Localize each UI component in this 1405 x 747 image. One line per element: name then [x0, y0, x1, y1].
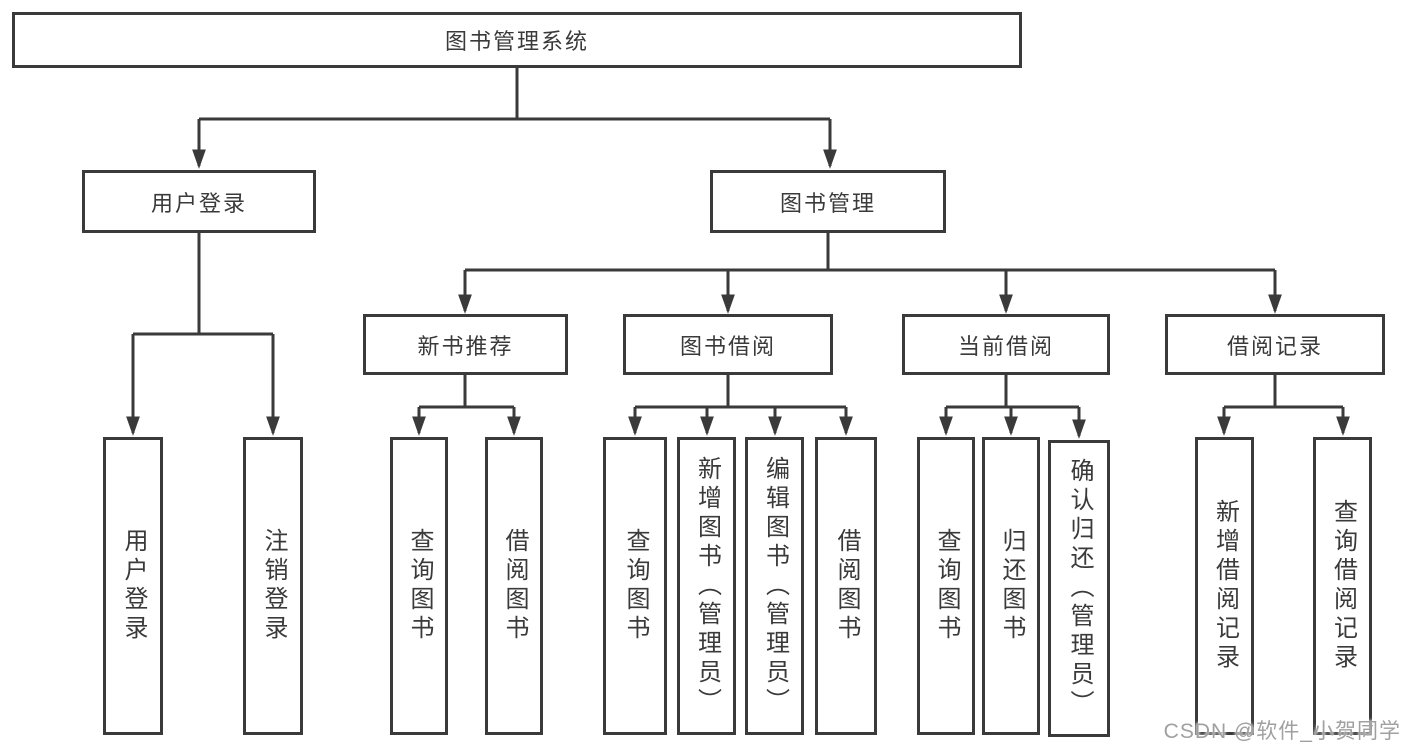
node-book-management: 图书管理: [710, 170, 946, 233]
node-root-label: 图书管理系统: [444, 29, 589, 54]
leaf-borrow-edit-books-admin: 编辑图书（管理员）: [745, 437, 804, 735]
node-user-login-label: 用户登录: [150, 190, 247, 216]
node-borrow-records-label: 借阅记录: [1226, 333, 1323, 359]
node-book-management-label: 图书管理: [779, 190, 876, 216]
leaf-current-query-books: 查询图书: [917, 437, 975, 735]
leaf-records-query-record: 查询借阅记录: [1313, 437, 1372, 735]
leaf-records-add-record: 新增借阅记录: [1195, 437, 1254, 735]
leaf-current-query-books-label: 查询图书: [933, 528, 960, 644]
node-current-borrow: 当前借阅: [902, 314, 1110, 375]
node-new-book-recommend: 新书推荐: [363, 314, 568, 375]
node-new-book-recommend-label: 新书推荐: [417, 333, 514, 359]
leaf-current-confirm-return-admin: 确认归还（管理员）: [1048, 440, 1110, 737]
leaf-borrow-borrow-books-label: 借阅图书: [833, 528, 860, 644]
node-borrow-records: 借阅记录: [1165, 314, 1385, 375]
leaf-logout: 注销登录: [243, 437, 303, 735]
leaf-newbook-borrow-books-label: 借阅图书: [501, 528, 528, 644]
csdn-watermark: CSDN @软件_小贺同学: [1163, 720, 1401, 743]
node-book-borrow: 图书借阅: [623, 314, 833, 375]
leaf-logout-label: 注销登录: [260, 528, 287, 644]
node-current-borrow-label: 当前借阅: [957, 333, 1054, 359]
leaf-borrow-add-books-admin: 新增图书（管理员）: [677, 437, 736, 735]
leaf-records-query-record-label: 查询借阅记录: [1329, 499, 1357, 673]
leaf-newbook-borrow-books: 借阅图书: [485, 437, 543, 735]
leaf-borrow-add-books-admin-label: 新增图书（管理员）: [693, 455, 721, 717]
node-book-borrow-label: 图书借阅: [679, 333, 776, 359]
node-root: 图书管理系统: [12, 12, 1022, 68]
leaf-current-confirm-return-admin-label: 确认归还（管理员）: [1066, 458, 1093, 719]
leaf-user-login: 用户登录: [103, 437, 163, 735]
leaf-borrow-query-books-label: 查询图书: [622, 528, 649, 644]
leaf-newbook-query-books-label: 查询图书: [406, 528, 433, 644]
leaf-current-return-books: 归还图书: [982, 437, 1040, 735]
leaf-newbook-query-books: 查询图书: [390, 437, 448, 735]
leaf-user-login-label: 用户登录: [120, 528, 147, 644]
leaf-current-return-books-label: 归还图书: [998, 528, 1025, 644]
leaf-records-add-record-label: 新增借阅记录: [1211, 499, 1239, 673]
leaf-borrow-edit-books-admin-label: 编辑图书（管理员）: [761, 455, 789, 717]
leaf-borrow-query-books: 查询图书: [603, 437, 667, 735]
leaf-borrow-borrow-books: 借阅图书: [815, 437, 877, 735]
node-user-login: 用户登录: [82, 170, 316, 233]
